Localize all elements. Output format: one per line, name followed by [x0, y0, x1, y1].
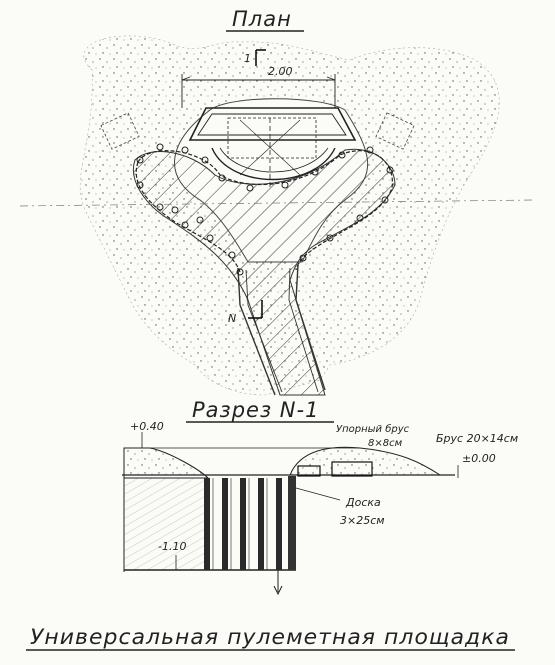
note-stop-beam-size: 8×8см — [368, 438, 403, 449]
note-stop-beam: Упорный брус — [336, 423, 410, 435]
revetment-boards — [204, 478, 282, 570]
main-title: Универсальная пулеметная площадка — [30, 625, 510, 649]
main-beam — [331, 461, 373, 477]
elev-bottom: -1.10 — [158, 540, 186, 553]
note-board-size: 3×25см — [340, 514, 385, 527]
plan-title: План — [232, 7, 292, 31]
front-parapet — [123, 447, 210, 479]
section-mark-top-label: 1 — [244, 52, 251, 65]
plan-dimension-label: 2.00 — [268, 65, 293, 78]
revetment-gaps — [212, 478, 268, 570]
trench-inner-wall — [245, 267, 319, 393]
note-board: Доска — [345, 496, 381, 509]
section-title: Разрез N-1 — [192, 398, 319, 422]
trench-right-wall — [288, 476, 296, 570]
note-beam: Брус 20×14см — [436, 432, 518, 445]
section-mark-top — [255, 49, 266, 66]
gun-platform — [188, 107, 357, 190]
hatched-earth — [133, 148, 396, 396]
communication-trench — [237, 264, 326, 396]
stop-beam — [297, 465, 321, 477]
elev-zero: ±0.00 — [462, 452, 496, 465]
elev-top: +0.40 — [130, 420, 164, 433]
wattle-revetment — [135, 150, 393, 273]
rear-parapet — [289, 446, 442, 476]
plan-dimension — [181, 74, 336, 108]
section-mark-bottom — [248, 300, 263, 319]
left-niche — [100, 112, 140, 150]
section-mark-bottom-label: N — [228, 312, 236, 325]
wattle-stakes — [136, 143, 394, 276]
trench-cut — [124, 478, 204, 570]
note-board-leader — [295, 487, 341, 501]
drain-arrow-head — [273, 585, 283, 596]
section-line — [19, 199, 536, 207]
